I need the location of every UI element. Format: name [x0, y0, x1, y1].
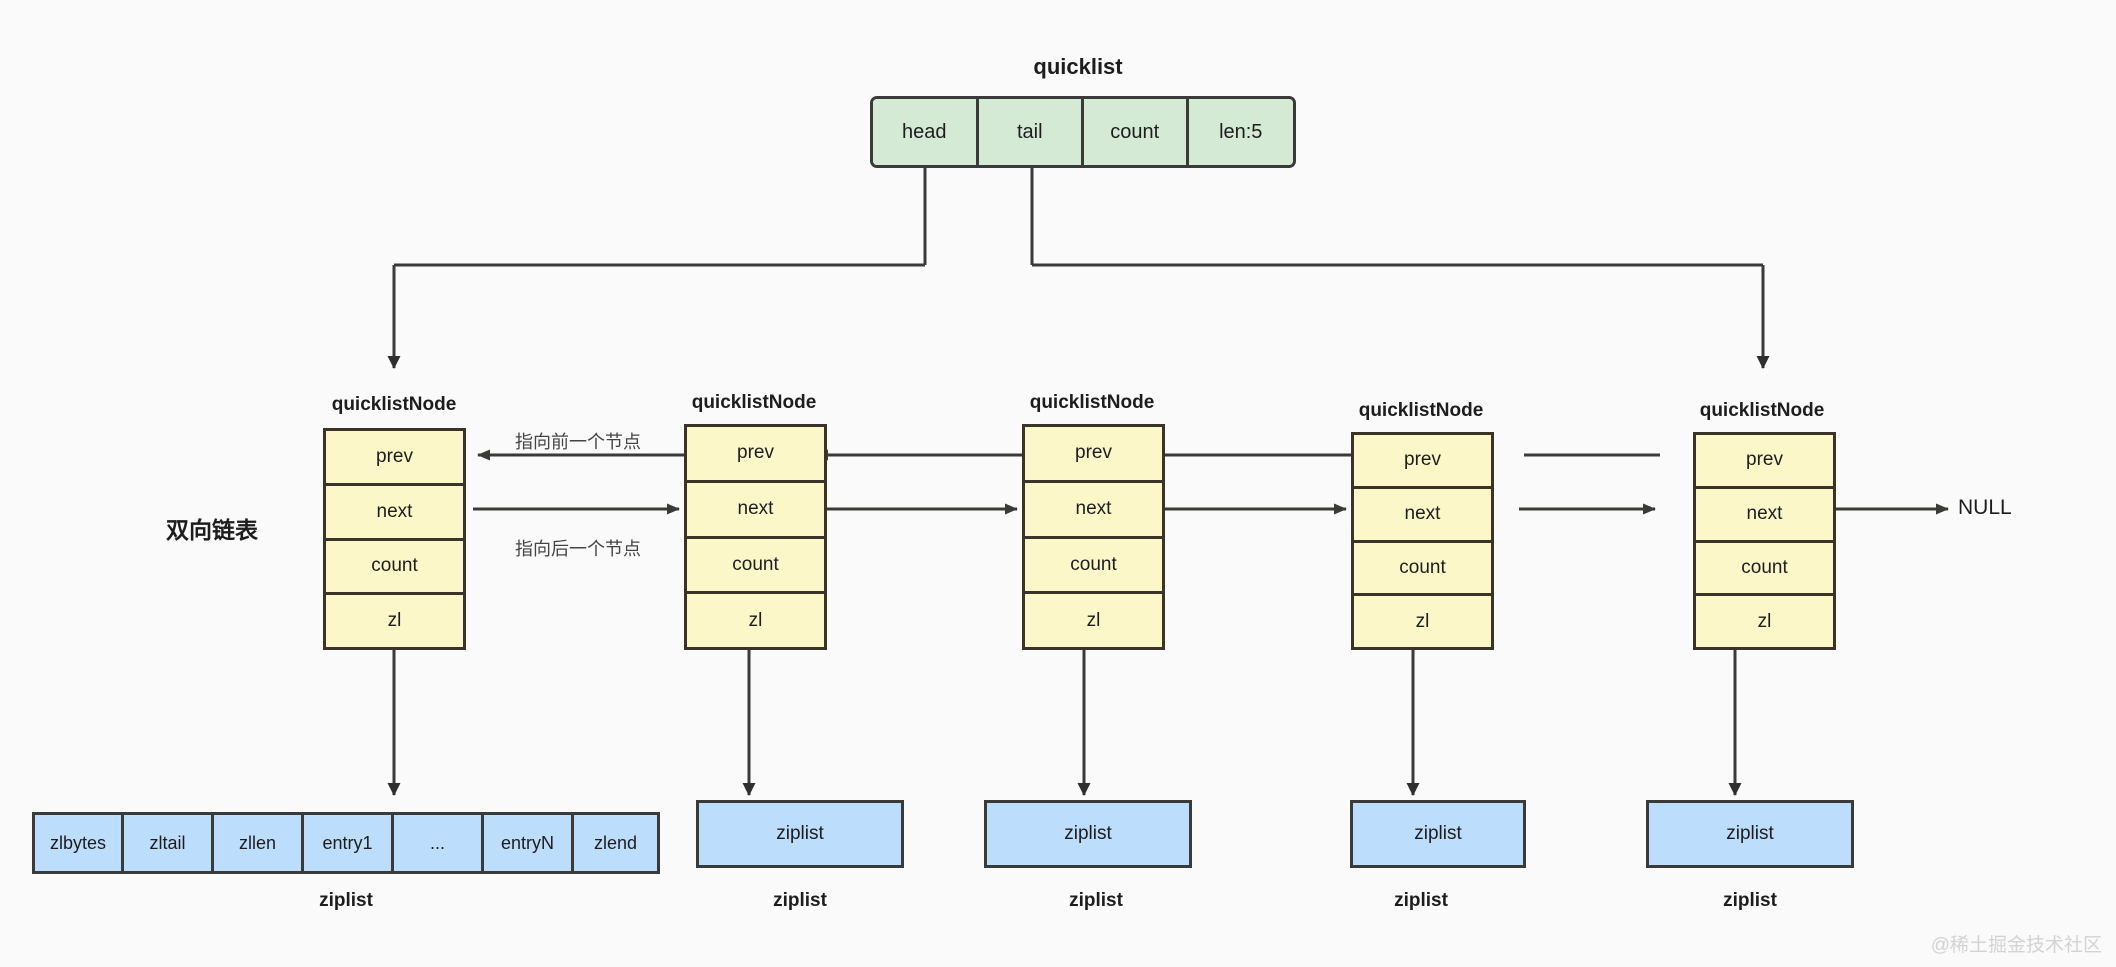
- node-4-row-zl[interactable]: zl: [1354, 596, 1491, 647]
- quicklist-node-3: prev next count zl: [1022, 424, 1165, 650]
- quicklist-node-1: prev next count zl: [323, 428, 466, 650]
- ziplist-block-4[interactable]: ziplist: [1350, 800, 1526, 868]
- node-4-row-next[interactable]: next: [1354, 488, 1491, 543]
- quicklist-field-tail[interactable]: tail: [978, 99, 1084, 165]
- quicklist-node-5: prev next count zl: [1693, 432, 1836, 650]
- node-label-2: quicklistNode: [691, 392, 817, 413]
- node-5-row-zl[interactable]: zl: [1696, 596, 1833, 647]
- node-3-row-next[interactable]: next: [1025, 482, 1162, 539]
- watermark: @稀土掘金技术社区: [1930, 935, 2102, 956]
- node-1-row-count[interactable]: count: [326, 540, 463, 596]
- ziplist-cell-zlbytes[interactable]: zlbytes: [35, 815, 124, 871]
- quicklist-struct: head tail count len:5: [870, 96, 1296, 168]
- node-1-row-next[interactable]: next: [326, 485, 463, 541]
- node-2-row-zl[interactable]: zl: [687, 594, 824, 647]
- node-4-row-count[interactable]: count: [1354, 542, 1491, 597]
- ziplist-caption-5: ziplist: [1723, 890, 1777, 911]
- null-label: NULL: [1958, 496, 2012, 519]
- ziplist-detail-strip: zlbytes zltail zllen entry1 ... entryN z…: [32, 812, 660, 874]
- ziplist-caption-4: ziplist: [1394, 890, 1448, 911]
- next-edge-label: 指向后一个节点: [515, 539, 641, 559]
- node-label-4: quicklistNode: [1358, 400, 1484, 421]
- node-5-row-prev[interactable]: prev: [1696, 435, 1833, 489]
- ziplist-detail-caption: ziplist: [319, 890, 373, 911]
- ziplist-cell-ellipsis[interactable]: ...: [394, 815, 484, 871]
- quicklist-node-2: prev next count zl: [684, 424, 827, 650]
- ziplist-caption-3: ziplist: [1069, 890, 1123, 911]
- ziplist-cell-zllen[interactable]: zllen: [214, 815, 304, 871]
- ziplist-cell-zltail[interactable]: zltail: [124, 815, 214, 871]
- ziplist-cell-zlend[interactable]: zlend: [574, 815, 657, 871]
- ziplist-block-2[interactable]: ziplist: [696, 800, 904, 868]
- node-4-row-prev[interactable]: prev: [1354, 435, 1491, 489]
- node-5-row-count[interactable]: count: [1696, 542, 1833, 597]
- node-2-row-next[interactable]: next: [687, 482, 824, 539]
- node-3-row-prev[interactable]: prev: [1025, 427, 1162, 483]
- quicklist-title: quicklist: [1033, 54, 1123, 79]
- ziplist-cell-entryN[interactable]: entryN: [484, 815, 574, 871]
- node-1-row-prev[interactable]: prev: [326, 431, 463, 486]
- node-3-row-zl[interactable]: zl: [1025, 594, 1162, 647]
- ziplist-caption-2: ziplist: [773, 890, 827, 911]
- node-2-row-count[interactable]: count: [687, 538, 824, 595]
- quicklist-field-head[interactable]: head: [873, 99, 979, 165]
- ziplist-block-5[interactable]: ziplist: [1646, 800, 1854, 868]
- node-2-row-prev[interactable]: prev: [687, 427, 824, 483]
- node-label-1: quicklistNode: [331, 394, 457, 415]
- node-label-5: quicklistNode: [1699, 400, 1825, 421]
- node-3-row-count[interactable]: count: [1025, 538, 1162, 595]
- quicklist-field-count[interactable]: count: [1084, 99, 1189, 165]
- doubly-linked-list-label: 双向链表: [166, 517, 258, 543]
- quicklist-node-4: prev next count zl: [1351, 432, 1494, 650]
- ziplist-cell-entry1[interactable]: entry1: [304, 815, 394, 871]
- node-label-3: quicklistNode: [1029, 392, 1155, 413]
- quicklist-field-len[interactable]: len:5: [1188, 99, 1293, 165]
- prev-edge-label: 指向前一个节点: [515, 432, 641, 452]
- node-1-row-zl[interactable]: zl: [326, 595, 463, 647]
- node-5-row-next[interactable]: next: [1696, 488, 1833, 543]
- ziplist-block-3[interactable]: ziplist: [984, 800, 1192, 868]
